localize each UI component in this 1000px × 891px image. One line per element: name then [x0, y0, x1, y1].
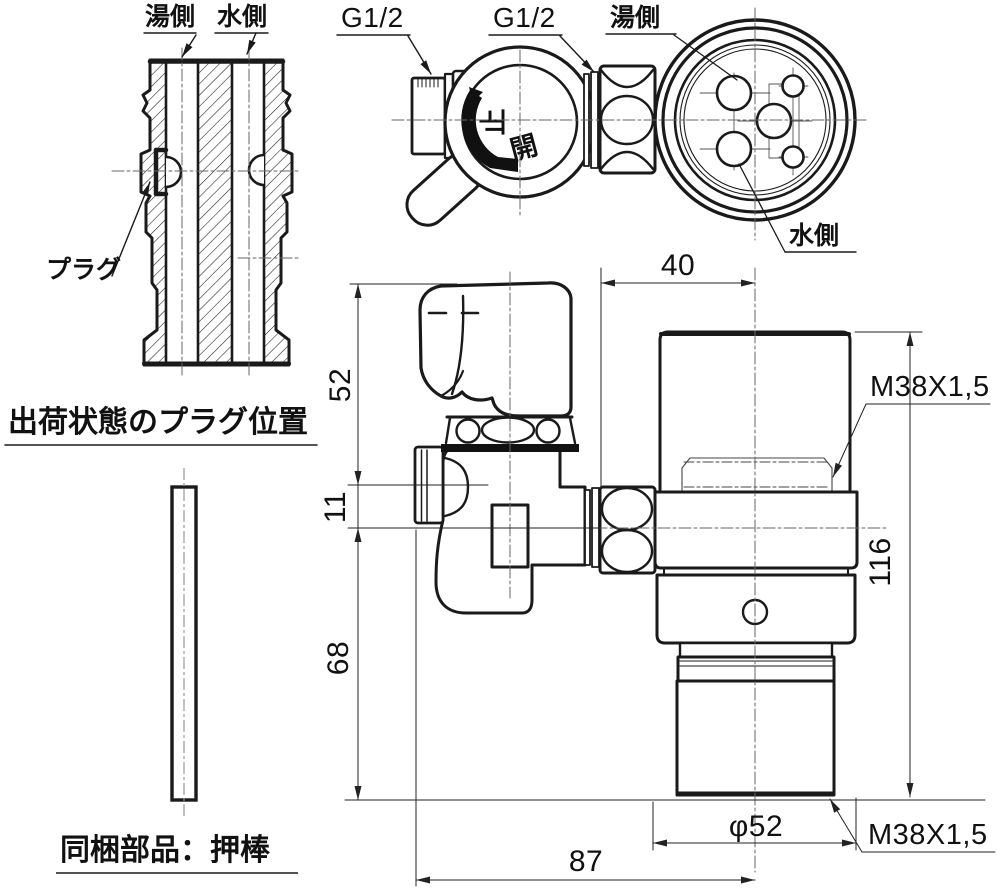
section-caption: 出荷状態のプラグ位置: [8, 405, 308, 439]
section-right-wall: [264, 60, 292, 365]
top-view-centerlines: [391, 7, 869, 241]
dimension-lines: [344, 267, 996, 887]
top-knob-crescent: [461, 90, 518, 172]
knob-stop-mark: 止: [479, 109, 509, 136]
bonnet-side-right: [568, 416, 577, 445]
handle-fold-line: [439, 369, 465, 398]
face-port-center: [755, 102, 793, 140]
dim-11: 11: [319, 491, 352, 523]
g12-left-arrow: [420, 60, 431, 74]
dim-52: 52: [324, 368, 357, 402]
rod-view: 同梱部品：押棒: [56, 468, 298, 874]
face-ports: [715, 74, 805, 169]
section-hot-label: 湯側: [145, 3, 195, 31]
bearing-ball-center: [480, 416, 536, 444]
face-cold-label: 水側: [789, 222, 839, 250]
rod-caption: 同梱部品：押棒: [60, 833, 271, 867]
section-cold-label: 水側: [217, 3, 267, 31]
plug-dome-left: [164, 155, 183, 189]
face-hot-leader: [673, 34, 738, 81]
section-left-wall: [141, 60, 166, 365]
g12-left-label: G1/2: [341, 2, 404, 33]
dim-phi52: φ52: [729, 810, 783, 843]
thread-label-upper: M38X1,5: [870, 371, 990, 403]
section-view: 湯側 水側 プラグ 出荷状態のプラグ位置: [4, 3, 318, 446]
face-hole-bottom: [781, 145, 805, 169]
dim-116: 116: [864, 537, 897, 586]
top-hex-facet-bottom: [599, 151, 655, 171]
front-hex-facet-bottom: [600, 528, 654, 574]
section-label-leaders: [111, 32, 257, 277]
neck-step: [678, 641, 834, 659]
front-view: 52 11 68 40 116 φ52 87 M38X1,5 M38X1,5: [319, 249, 996, 887]
section-channel-walls: [164, 58, 266, 367]
plug-label: プラグ: [46, 256, 121, 284]
top-knob-arrow-mark: [469, 87, 483, 102]
flange: [653, 490, 859, 570]
top-hex-facet-top: [599, 68, 655, 88]
g12-right-label: G1/2: [493, 2, 556, 33]
face-cold-leader: [738, 163, 786, 253]
front-view-centerlines: [509, 267, 889, 873]
top-left-connector-threads: [417, 78, 439, 88]
top-left-connector: [410, 76, 447, 156]
thread-label-lower: M38X1,5: [868, 819, 988, 851]
plug-dome-right: [247, 153, 266, 187]
face-port-cold: [715, 130, 753, 168]
top-view: 止 開: [336, 2, 869, 253]
section-outline: [139, 58, 294, 367]
bearing-ball-left: [455, 418, 481, 444]
section-core: [198, 60, 232, 365]
dimension-arrows: [354, 279, 914, 884]
front-boss-arc: [443, 456, 470, 518]
bearing-ball-right: [535, 418, 561, 444]
dim-68: 68: [322, 641, 355, 675]
section-centerlines: [111, 47, 301, 379]
section-leader-arrows: [141, 39, 256, 197]
internal-thread-profile: [681, 457, 833, 493]
face-hot-label: 湯側: [610, 4, 660, 32]
g12-right-arrow: [581, 59, 594, 72]
face-hole-top: [781, 74, 805, 98]
plug-bracket-left: [153, 147, 169, 197]
bonnet-side-left: [444, 416, 452, 445]
dim-40: 40: [661, 249, 695, 282]
face-port-hot: [715, 74, 753, 112]
dim-87: 87: [569, 845, 603, 878]
